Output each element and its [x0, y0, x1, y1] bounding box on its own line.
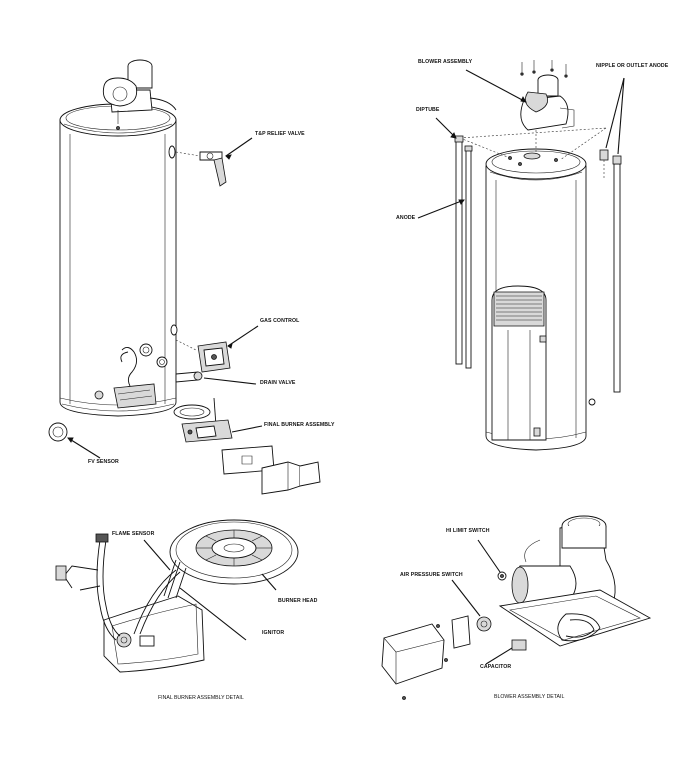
label-fv-sensor: FV SENSOR [88, 459, 119, 465]
blower-assembly-part [465, 60, 575, 154]
diptube-anode-rods [417, 77, 625, 393]
fv-sensor-part [48, 422, 101, 459]
label-diptube: DIPTUBE [416, 107, 440, 113]
final-burner-assembly-part [173, 397, 321, 495]
label-tp-relief-valve: T&P RELIEF VALVE [255, 131, 305, 137]
blower-assembly-detail [381, 515, 652, 700]
label-capacitor: CAPACITOR [480, 664, 512, 670]
water-heater-right [485, 148, 596, 451]
tp-relief-valve-part [175, 137, 253, 187]
burner-assembly-detail [55, 519, 299, 673]
drain-valve-part [175, 371, 257, 385]
gas-control-part [175, 325, 259, 373]
label-final-burner-assembly: FINAL BURNER ASSEMBLY [264, 422, 335, 428]
label-drain-valve: DRAIN VALVE [260, 380, 296, 386]
label-anode: ANODE [396, 215, 416, 221]
gas-inlet-fittings [120, 343, 168, 387]
label-flame-sensor: FLAME SENSOR [112, 531, 155, 537]
label-burner-head: BURNER HEAD [278, 598, 318, 604]
label-nipple-outlet-anode: NIPPLE OR OUTLET ANODE [596, 63, 669, 69]
water-heater-left [59, 59, 178, 417]
label-blower-assembly: BLOWER ASSEMBLY [418, 59, 473, 65]
label-ignitor: IGNITOR [262, 630, 285, 636]
label-air-pressure-switch: AIR PRESSURE SWITCH [400, 572, 463, 578]
label-gas-control: GAS CONTROL [260, 318, 300, 324]
caption-burner-detail: FINAL BURNER ASSEMBLY DETAIL [158, 695, 244, 701]
caption-blower-detail: BLOWER ASSEMBLY DETAIL [494, 694, 565, 700]
label-hi-limit-switch: HI LIMIT SWITCH [446, 528, 490, 534]
